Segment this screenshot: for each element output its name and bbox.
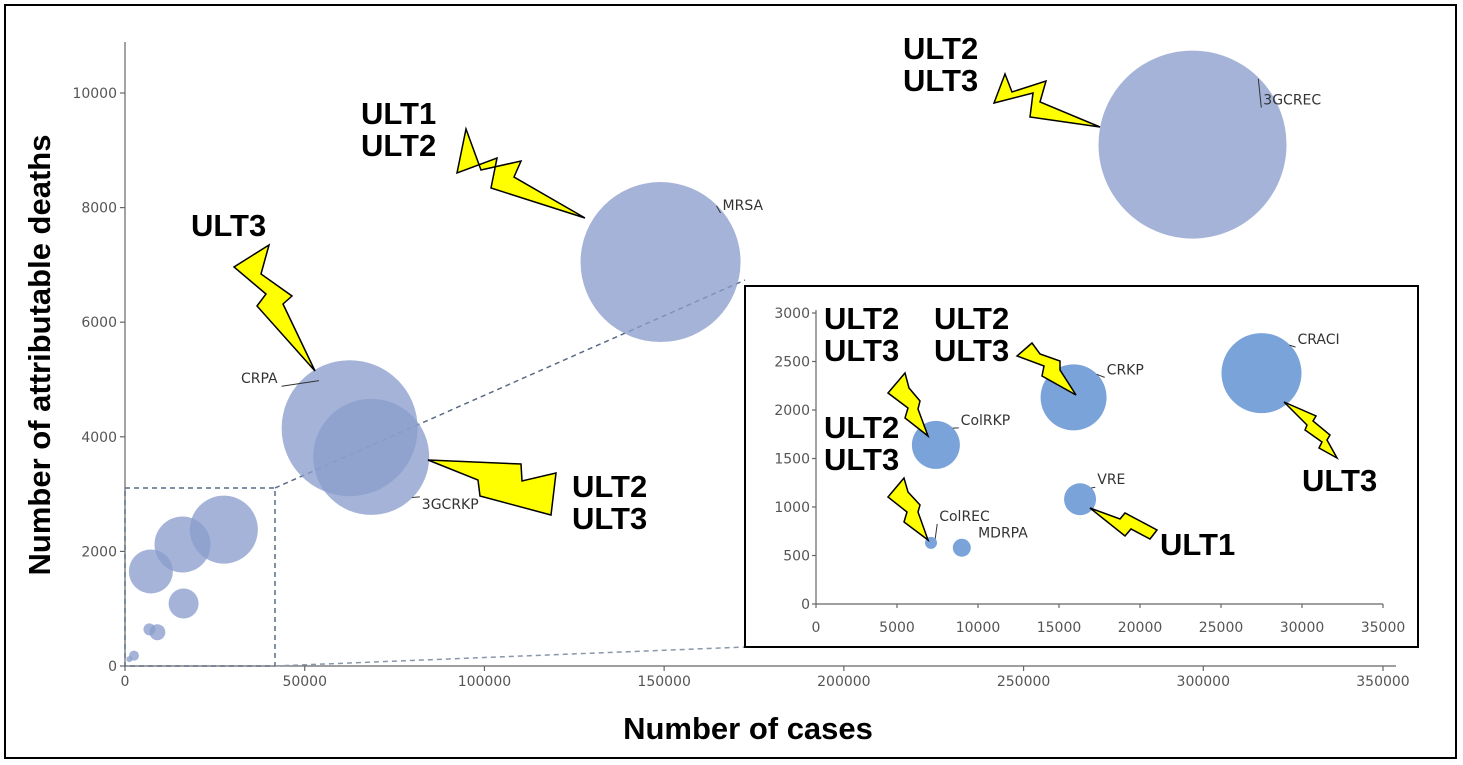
main-y-tick-label: 2000	[81, 544, 117, 560]
inset-x-tick-label: 15000	[1037, 620, 1082, 636]
main-bubble	[168, 588, 199, 619]
inset-bubble-mdrpa	[952, 538, 971, 557]
main-x-tick-label: 200000	[817, 674, 870, 690]
inset-bubble-vre	[1064, 483, 1097, 516]
annotation-mrsa-line1: ULT1	[361, 96, 436, 131]
main-y-tick-label: 8000	[81, 201, 117, 217]
lightning-bolt-icon	[886, 476, 930, 543]
inset-x-ticks: 0 5000 10000 15000 20000 25000 30000 35000	[812, 604, 1406, 636]
inset-y-tick-label: 3000	[774, 306, 810, 322]
inset-x-tick-label: 10000	[956, 620, 1001, 636]
main-x-tick-label: 300000	[1177, 674, 1230, 690]
annotation-colrec-line2: ULT3	[824, 442, 899, 477]
main-y-tick-label: 4000	[81, 430, 117, 446]
inset-point-label-mdrpa: MDRPA	[978, 526, 1028, 542]
annotation-colrkp-line1: ULT2	[824, 301, 899, 336]
main-point-label-mrsa: MRSA	[723, 198, 764, 214]
main-bubbles	[126, 50, 1287, 663]
inset-panel	[744, 285, 1419, 648]
main-point-label-crpa: CRPA	[241, 371, 278, 387]
annotation-3gcrec-line2: ULT3	[903, 63, 978, 98]
main-bubble	[128, 549, 173, 594]
lightning-bolt-icon	[886, 371, 930, 439]
main-x-tick-label: 100000	[458, 674, 511, 690]
inset-y-tick-label: 500	[783, 549, 810, 565]
inset-bubbles	[911, 333, 1302, 557]
main-x-tick-label: 50000	[282, 674, 327, 690]
inset-x-tick-label: 5000	[879, 620, 915, 636]
main-point-labels: 3GCREC MRSA CRPA 3GCRKP	[241, 78, 1321, 513]
inset-y-ticks: 0 500 1000 1500 2000 2500 3000	[774, 306, 816, 613]
main-x-ticks: 0 50000 100000 150000 200000 250000 300000 3500…	[121, 666, 1410, 690]
inset-label-leader	[934, 523, 938, 539]
inset-x-tick-label: 35000	[1361, 620, 1406, 636]
annotation-mrsa-line2: ULT2	[361, 128, 436, 163]
lightning-bolt-icon	[427, 459, 557, 516]
main-bubble	[126, 656, 133, 663]
inset-x-tick-label: 25000	[1199, 620, 1244, 636]
lightning-bolts	[232, 71, 1339, 543]
inset-label-leader	[1289, 344, 1296, 348]
inset-bubble-craci	[1221, 333, 1302, 414]
annotation-craci-line1: ULT3	[1302, 463, 1377, 498]
annotation-crkp-line2: ULT3	[934, 333, 1009, 368]
main-y-tick-label: 10000	[72, 86, 117, 102]
inset-y-tick-label: 0	[801, 597, 810, 613]
lightning-bolt-icon	[455, 126, 586, 219]
main-y-tick-label: 0	[108, 659, 117, 675]
lightning-bolt-icon	[232, 243, 316, 372]
main-x-tick-label: 250000	[997, 674, 1050, 690]
main-label-leader	[716, 205, 721, 214]
inset-x-tick-label: 20000	[1118, 620, 1163, 636]
annotation-3gcrkp-line1: ULT2	[572, 469, 647, 504]
main-x-tick-label: 150000	[637, 674, 690, 690]
main-point-label-3gcrkp: 3GCRKP	[422, 497, 479, 513]
inset-y-tick-label: 1500	[774, 452, 810, 468]
main-y-ticks: 0 2000 4000 6000 8000 10000	[72, 86, 125, 675]
main-point-label-3gcrec: 3GCREC	[1263, 93, 1321, 109]
main-bubble-mrsa	[580, 182, 741, 343]
inset-y-tick-label: 2500	[774, 355, 810, 371]
zoom-region-box	[124, 487, 276, 667]
lightning-bolt-icon	[1089, 507, 1159, 540]
inset-point-label-colrec: ColREC	[939, 509, 990, 525]
lightning-bolt-icon	[1015, 341, 1077, 396]
inset-y-tick-label: 1000	[774, 500, 810, 516]
main-bubble-3gcrec	[1098, 50, 1287, 239]
annotation-crpa-line1: ULT3	[191, 208, 266, 243]
main-label-leader	[1257, 78, 1262, 108]
main-label-leader	[411, 496, 420, 498]
main-y-tick-label: 6000	[81, 315, 117, 331]
annotation-colrkp-line2: ULT3	[824, 333, 899, 368]
lightning-bolt-icon	[1283, 401, 1339, 460]
annotations: ULT2 ULT3 ULT1 ULT2 ULT3 ULT2 ULT3 ULT2 …	[191, 31, 1377, 562]
main-axes	[124, 42, 1396, 667]
x-axis-title: Number of cases	[623, 711, 873, 746]
main-x-tick-label: 350000	[1356, 674, 1409, 690]
inset-point-label-crkp: CRKP	[1107, 362, 1144, 378]
inset-y-tick-label: 2000	[774, 403, 810, 419]
main-label-leader	[281, 380, 320, 387]
inset-point-label-colrkp: ColRKP	[961, 413, 1011, 429]
annotation-colrec-line1: ULT2	[824, 410, 899, 445]
inset-point-label-craci: CRACI	[1298, 332, 1340, 348]
main-x-tick-label: 0	[121, 674, 130, 690]
annotation-3gcrkp-line2: ULT3	[572, 501, 647, 536]
main-bubble-3gcrkp	[313, 398, 430, 515]
y-axis-title: Number of attributable deaths	[22, 135, 57, 576]
inset-label-leader	[1096, 373, 1105, 378]
annotation-3gcrec-line1: ULT2	[903, 31, 978, 66]
inset-point-label-vre: VRE	[1097, 472, 1125, 488]
lightning-bolt-icon	[992, 71, 1101, 128]
annotation-crkp-line1: ULT2	[934, 301, 1009, 336]
inset-label-leader	[1091, 486, 1096, 489]
main-bubble	[143, 623, 156, 636]
zoom-connector-bottom	[274, 646, 746, 667]
annotation-vre-line1: ULT1	[1160, 527, 1235, 562]
inset-x-tick-label: 30000	[1280, 620, 1325, 636]
inset-x-tick-label: 0	[812, 620, 821, 636]
